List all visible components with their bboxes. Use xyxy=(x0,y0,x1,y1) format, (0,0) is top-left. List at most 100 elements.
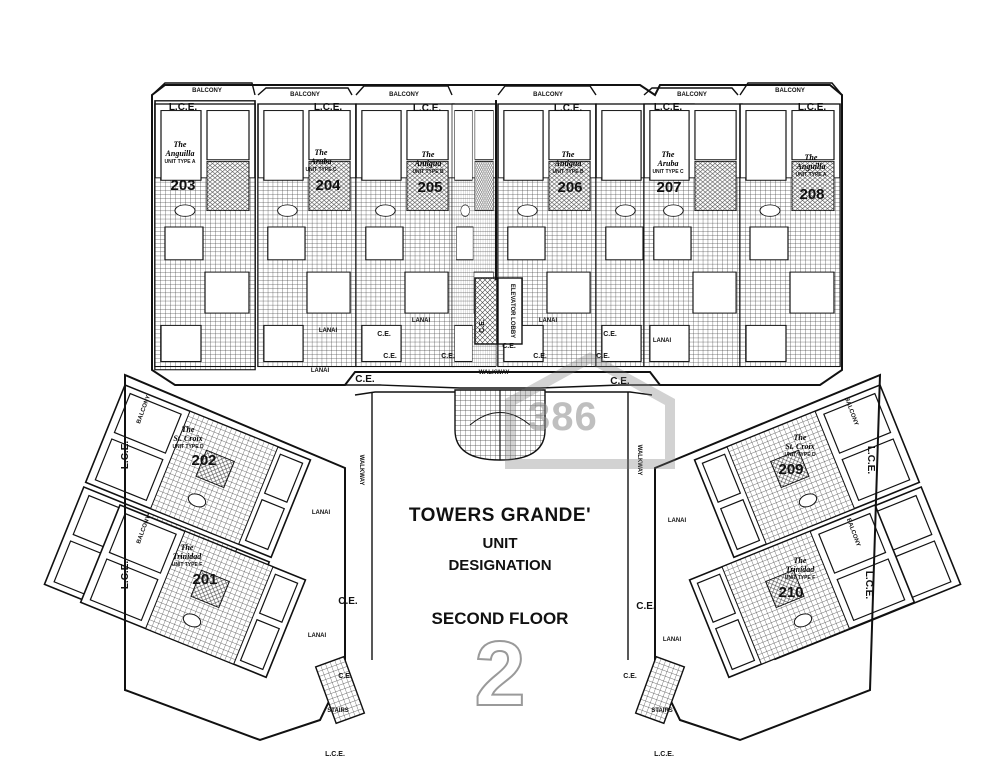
ce-label: C.E. xyxy=(636,601,656,612)
svg-text:UNIT TYPE B: UNIT TYPE B xyxy=(412,169,444,175)
svg-text:The: The xyxy=(662,150,675,159)
unit-205: The Antigua UNIT TYPE B 205 xyxy=(412,150,444,196)
svg-text:UNIT TYPE C: UNIT TYPE C xyxy=(652,169,684,175)
svg-text:St. Croix: St. Croix xyxy=(173,434,202,443)
svg-text:209: 209 xyxy=(778,461,803,478)
ce-label: C.E. xyxy=(623,673,637,680)
svg-text:205: 205 xyxy=(417,179,442,196)
svg-text:208: 208 xyxy=(799,186,824,203)
svg-text:UNIT TYPE A: UNIT TYPE A xyxy=(796,172,827,178)
svg-text:Antigua: Antigua xyxy=(414,159,442,168)
lce-label: L.C.E. xyxy=(413,103,442,114)
walkway-label: WALKWAY xyxy=(358,455,364,486)
lce-label: L.C.E. xyxy=(554,103,583,114)
lce-label: L.C.E. xyxy=(169,102,198,113)
stairs-label: STAIRS xyxy=(327,708,349,714)
svg-text:The: The xyxy=(422,150,435,159)
svg-text:Aruba: Aruba xyxy=(310,157,332,166)
stairs-right xyxy=(634,655,686,725)
lce-label: L.C.E. xyxy=(798,102,827,113)
unit-210: The Trinidad UNIT TYPE F 210 xyxy=(778,556,815,601)
ce-label: C.E. xyxy=(610,376,630,387)
svg-text:201: 201 xyxy=(192,571,217,588)
ce-label: C.E. xyxy=(603,331,617,338)
ce-label: C.E. xyxy=(441,353,455,360)
lanai-label: LANAI xyxy=(653,338,672,344)
lanai-labels: LANAI LANAI LANAI LANAI LANAI LANAI LANA… xyxy=(308,318,687,643)
stairs-label: STAIRS xyxy=(651,708,673,714)
lanai-label: LANAI xyxy=(312,510,331,516)
svg-text:St. Croix: St. Croix xyxy=(785,442,814,451)
lanai-label: LANAI xyxy=(319,328,338,334)
walkway-label: WALKWAY xyxy=(636,445,642,476)
svg-text:202: 202 xyxy=(191,452,216,469)
svg-text:The: The xyxy=(562,150,575,159)
plan-title: TOWERS GRANDE' xyxy=(408,505,592,526)
ce-label: C.E. xyxy=(502,343,516,350)
balcony-label: BALCONY xyxy=(533,92,563,98)
ce-label: C.E. xyxy=(383,353,397,360)
svg-text:UNIT TYPE B: UNIT TYPE B xyxy=(552,169,584,175)
svg-text:206: 206 xyxy=(557,179,582,196)
lce-label: L.C.E. xyxy=(863,571,874,600)
svg-text:The: The xyxy=(794,556,807,565)
unit-203: The Anguilla UNIT TYPE A 203 xyxy=(165,140,196,194)
svg-text:Antigua: Antigua xyxy=(554,159,582,168)
svg-text:UNIT TYPE F: UNIT TYPE F xyxy=(785,575,816,581)
svg-text:The: The xyxy=(794,433,807,442)
unit-208: The Anguilla UNIT TYPE A 208 xyxy=(796,153,827,203)
svg-text:UNIT TYPE F: UNIT TYPE F xyxy=(172,562,203,568)
svg-text:207: 207 xyxy=(656,179,681,196)
svg-text:Trinidad: Trinidad xyxy=(786,565,816,574)
floor-label: SECOND FLOOR xyxy=(431,609,569,628)
svg-text:203: 203 xyxy=(170,177,195,194)
plan-subtitle-unit: UNIT xyxy=(482,535,518,552)
unit-202: The St. Croix UNIT TYPE D 202 xyxy=(172,425,216,469)
svg-text:204: 204 xyxy=(315,177,341,194)
lce-labels: L.C.E. L.C.E. L.C.E. L.C.E. L.C.E. L.C.E… xyxy=(120,102,876,758)
unit-206: The Antigua UNIT TYPE B 206 xyxy=(552,150,584,196)
floor-number: 2 xyxy=(473,623,526,725)
lanai-label: LANAI xyxy=(663,637,682,643)
svg-text:Aruba: Aruba xyxy=(657,159,679,168)
lce-label: L.C.E. xyxy=(120,561,131,590)
svg-text:UNIT TYPE C: UNIT TYPE C xyxy=(305,167,337,173)
stairs-left xyxy=(314,655,366,725)
svg-text:Anguilla: Anguilla xyxy=(796,162,826,171)
svg-text:Anguilla: Anguilla xyxy=(165,149,195,158)
ce-labels: C.E. C.E. C.E. C.E. C.E. C.E. C.E. C.E. … xyxy=(338,319,656,680)
walkway-top xyxy=(345,384,660,660)
svg-text:UNIT TYPE A: UNIT TYPE A xyxy=(165,159,196,165)
ce-label: C.E. xyxy=(338,673,352,680)
ce-label: C.E. xyxy=(355,374,375,385)
svg-text:Trinidad: Trinidad xyxy=(173,552,203,561)
top-wing xyxy=(151,84,843,386)
svg-text:The: The xyxy=(315,148,328,157)
right-wing xyxy=(654,373,962,742)
lce-label: L.C.E. xyxy=(120,441,131,470)
ce-label: C.E. xyxy=(596,353,610,360)
svg-text:210: 210 xyxy=(778,584,803,601)
unit-201: The Trinidad UNIT TYPE F 201 xyxy=(172,543,218,588)
balcony-label: BALCONY xyxy=(290,92,320,98)
svg-text:The: The xyxy=(174,140,187,149)
balcony-label: BALCONY xyxy=(677,92,707,98)
svg-text:The: The xyxy=(182,425,195,434)
svg-text:UNIT TYPE D: UNIT TYPE D xyxy=(784,452,816,458)
ce-label: C.E. xyxy=(533,353,547,360)
ce-label: C.E. xyxy=(479,319,486,333)
svg-text:The: The xyxy=(805,153,818,162)
top-balconies xyxy=(151,82,843,96)
watermark-house-icon xyxy=(505,352,675,469)
unit-204: The Aruba UNIT TYPE C 204 xyxy=(305,148,341,194)
lanai-label: LANAI xyxy=(412,318,431,324)
lce-label: L.C.E. xyxy=(314,102,343,113)
elevator-lobby-label: ELEVATOR LOBBY xyxy=(509,284,515,338)
walkway-labels: WALKWAY WALKWAY WALKWAY xyxy=(358,370,642,485)
lce-label: L.C.E. xyxy=(654,102,683,113)
lanai-label: LANAI xyxy=(668,518,687,524)
lanai-label: LANAI xyxy=(308,633,327,639)
unit-labels: The Anguilla UNIT TYPE A 203 The Aruba U… xyxy=(165,140,827,601)
lce-label: L.C.E. xyxy=(654,751,674,758)
